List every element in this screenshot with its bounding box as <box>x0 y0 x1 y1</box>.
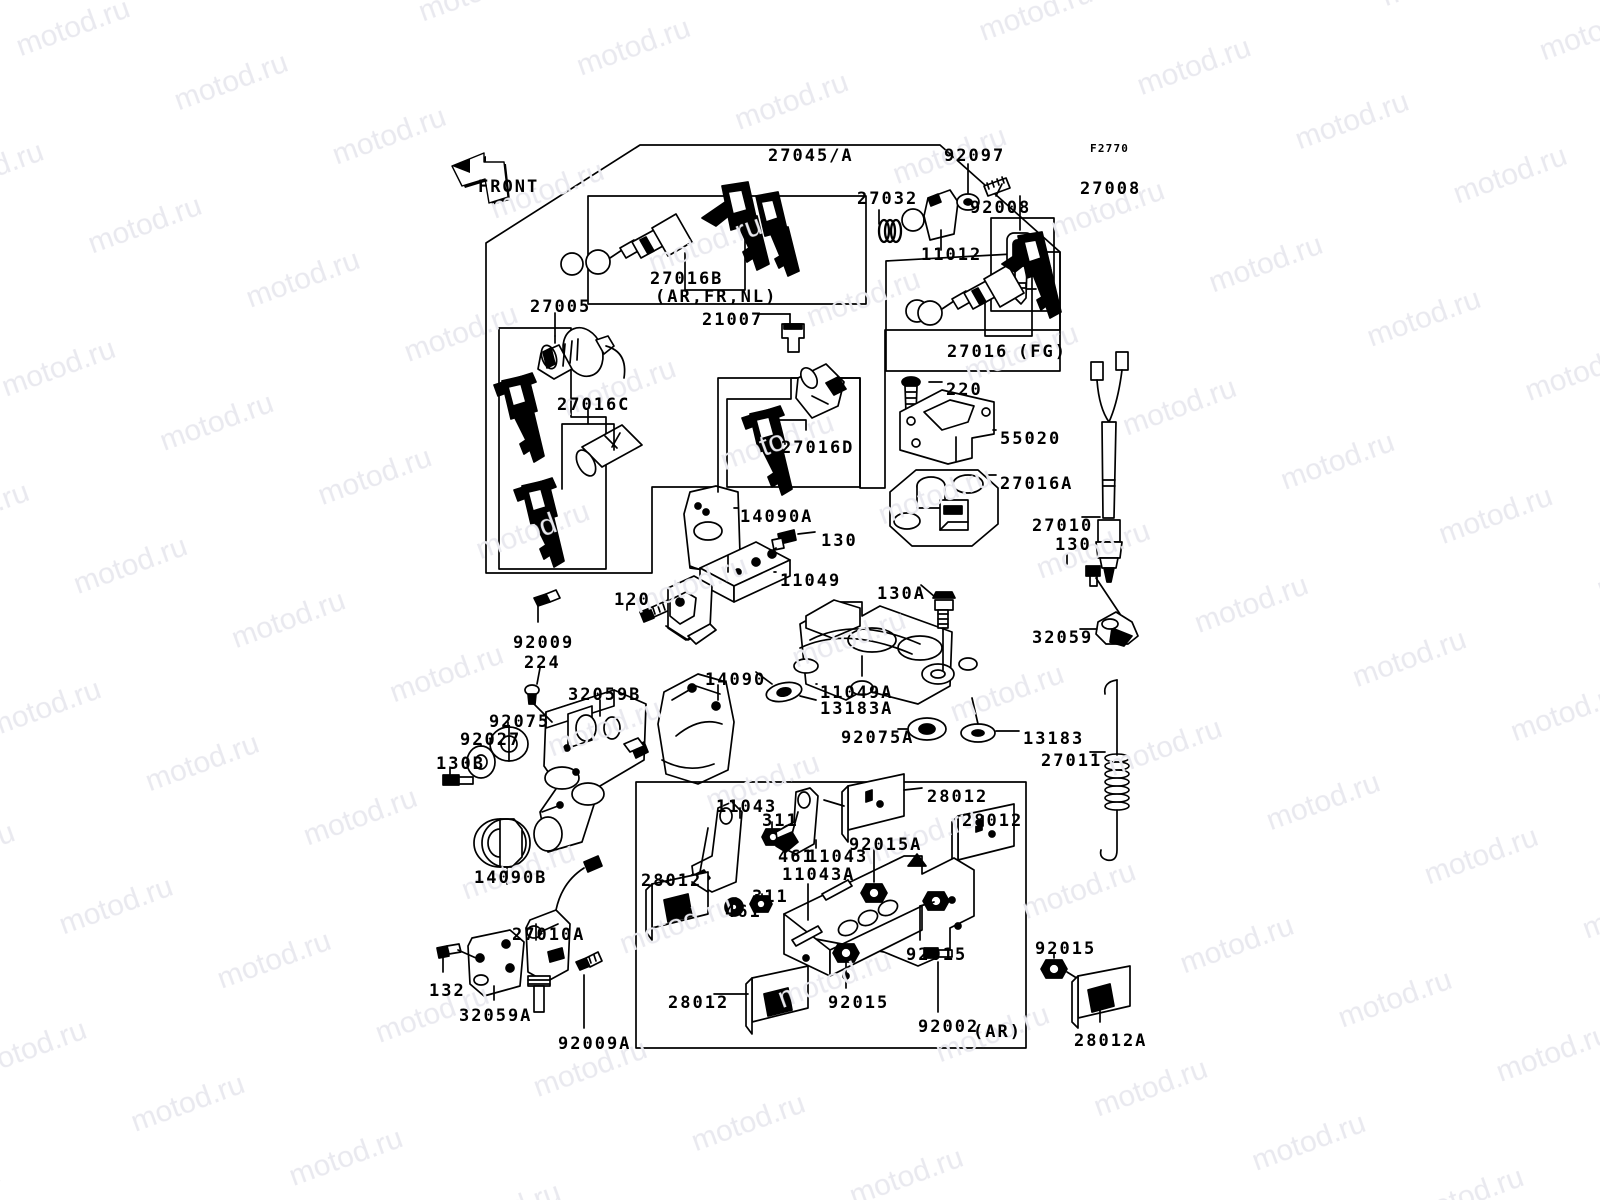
part-label-130: 130 <box>1055 535 1092 555</box>
part-label-461: 461 <box>725 902 762 922</box>
part-label-27032: 27032 <box>857 189 919 209</box>
part-label-130B: 130B <box>436 754 485 774</box>
part-label-28012A: 28012A <box>1074 1031 1148 1051</box>
part-label-27016D: 27016D <box>781 438 855 458</box>
part-label-11012: 11012 <box>921 245 983 265</box>
part-label-92015: 92015 <box>1035 939 1097 959</box>
part-label-14090B: 14090B <box>474 868 548 888</box>
part-label-28012: 28012 <box>641 871 703 891</box>
part-label-92097: 92097 <box>944 146 1006 166</box>
part-label-21007: 21007 <box>702 310 764 330</box>
part-label-92009A: 92009A <box>558 1034 632 1054</box>
part-label-27016A: 27016A <box>1000 474 1074 494</box>
part-label-92009: 92009 <box>513 633 575 653</box>
part-label-120: 120 <box>614 590 651 610</box>
part-label-27005: 27005 <box>530 297 592 317</box>
part-label-27011: 27011 <box>1041 751 1103 771</box>
part-label-11043A: 11043A <box>782 865 856 885</box>
part-label-ARFRNL: (AR,FR,NL) <box>655 287 778 307</box>
part-label-130A: 130A <box>877 584 926 604</box>
part-label-F2770: F2770 <box>1090 142 1130 155</box>
part-label-55020: 55020 <box>1000 429 1062 449</box>
part-label-27016: 27016 <box>947 342 1009 362</box>
part-label-27010: 27010 <box>1032 516 1094 536</box>
part-label-27010A: 27010A <box>512 925 586 945</box>
part-label-224: 224 <box>524 653 561 673</box>
part-label-FG: (FG) <box>1018 342 1067 362</box>
part-label-11049: 11049 <box>780 571 842 591</box>
part-label-92002: 92002 <box>918 1017 980 1037</box>
part-label-130: 130 <box>821 531 858 551</box>
part-label-27016C: 27016C <box>557 395 631 415</box>
part-label-32059A: 32059A <box>459 1006 533 1026</box>
part-label-14090A: 14090A <box>740 507 814 527</box>
part-label-FRONT: FRONT <box>478 177 540 197</box>
part-label-311: 311 <box>762 811 799 831</box>
part-label-13183: 13183 <box>1023 729 1085 749</box>
part-label-32059: 32059 <box>1032 628 1094 648</box>
part-label-132: 132 <box>429 981 466 1001</box>
part-label-28012: 28012 <box>962 811 1024 831</box>
part-label-27045A: 27045/A <box>768 146 854 166</box>
part-label-13183A: 13183A <box>820 699 894 719</box>
part-label-92015: 92015 <box>828 993 890 1013</box>
part-label-92008: 92008 <box>970 198 1032 218</box>
part-label-AR: (AR) <box>973 1022 1022 1042</box>
part-label-27008: 27008 <box>1080 179 1142 199</box>
part-label-32059B: 32059B <box>568 685 642 705</box>
part-label-92075A: 92075A <box>841 728 915 748</box>
part-label-28012: 28012 <box>927 787 989 807</box>
part-label-92015: 92015 <box>906 945 968 965</box>
part-label-28012: 28012 <box>668 993 730 1013</box>
part-label-92027: 92027 <box>460 730 522 750</box>
part-label-220: 220 <box>946 380 983 400</box>
part-label-14090: 14090 <box>705 670 767 690</box>
